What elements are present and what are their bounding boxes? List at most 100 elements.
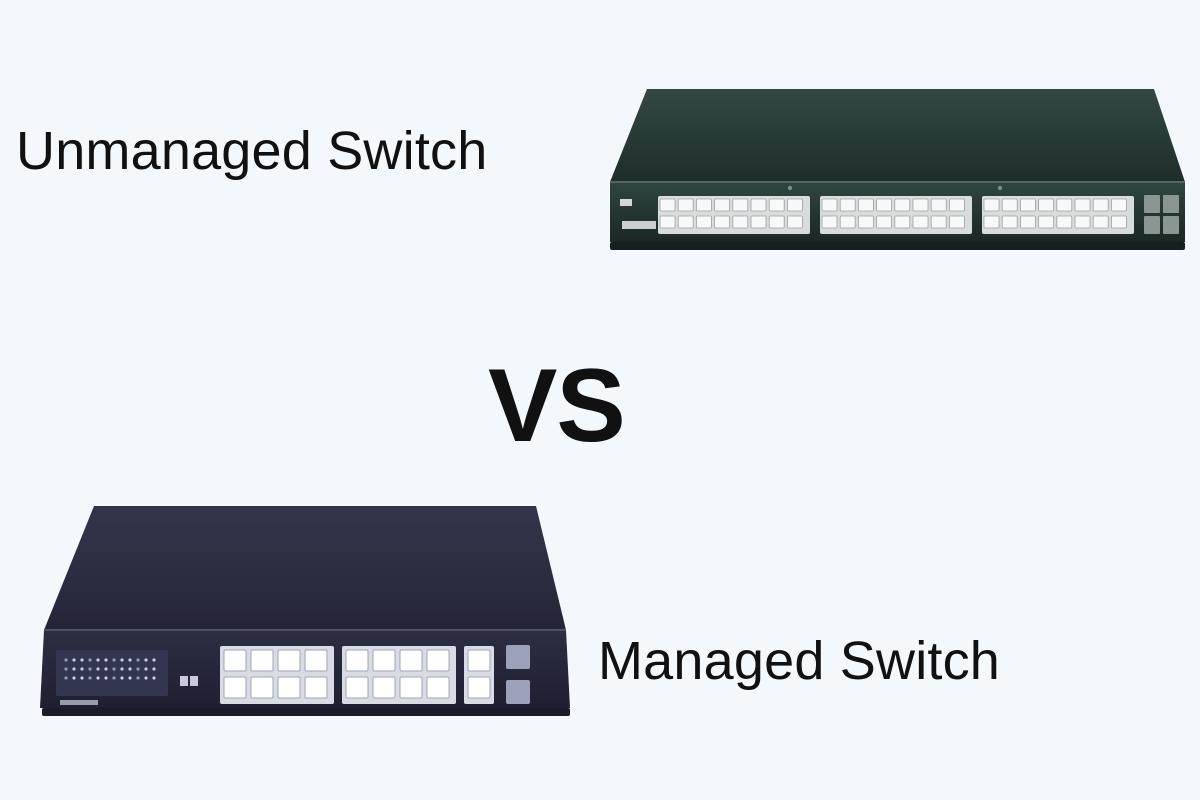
managed-switch-led <box>112 658 116 662</box>
managed-switch-led <box>88 676 92 680</box>
managed-switch-led <box>136 667 140 671</box>
managed-switch-port <box>304 676 328 699</box>
managed-switch-led <box>80 676 84 680</box>
managed-switch-led <box>128 676 132 680</box>
managed-switch-led <box>80 658 84 662</box>
unmanaged-switch-brand-plate <box>622 221 656 229</box>
unmanaged-switch-title: Unmanaged Switch <box>16 121 488 181</box>
unmanaged-switch-port <box>912 198 929 212</box>
managed-switch-bottom-shadow <box>42 708 570 716</box>
unmanaged-switch-port <box>839 198 856 212</box>
unmanaged-switch-port <box>1001 198 1018 212</box>
unmanaged-switch-port <box>894 198 911 212</box>
managed-switch-led <box>96 667 100 671</box>
unmanaged-switch-port <box>930 198 947 212</box>
unmanaged-switch-top <box>610 89 1185 182</box>
unmanaged-switch-console-port <box>620 199 632 206</box>
managed-switch-led <box>152 676 156 680</box>
unmanaged-switch-port <box>768 215 785 229</box>
managed-switch-status-panel <box>56 650 198 705</box>
unmanaged-switch-port <box>732 215 749 229</box>
unmanaged-switch-led <box>997 185 1003 191</box>
unmanaged-switch-port <box>930 215 947 229</box>
unmanaged-switch-port <box>714 198 730 212</box>
unmanaged-switch-led <box>787 185 793 191</box>
unmanaged-switch-port <box>1038 215 1055 229</box>
managed-switch-led <box>64 667 68 671</box>
managed-switch-top <box>44 506 566 630</box>
managed-switch-port <box>372 676 396 699</box>
unmanaged-switch-port <box>786 198 803 212</box>
unmanaged-switch-port <box>857 215 874 229</box>
managed-switch-port <box>399 649 423 672</box>
managed-switch-led <box>120 658 124 662</box>
managed-switch-led <box>112 676 116 680</box>
managed-switch-port <box>345 676 369 699</box>
managed-switch-led <box>152 667 156 671</box>
managed-switch-led <box>80 667 84 671</box>
unmanaged-switch-port <box>1019 198 1036 212</box>
managed-switch-led <box>144 658 148 662</box>
unmanaged-switch-port <box>750 215 767 229</box>
managed-switch-led <box>136 658 140 662</box>
managed-switch-led <box>136 676 140 680</box>
managed-switch-port <box>223 649 247 672</box>
unmanaged-switch-port <box>786 215 803 229</box>
unmanaged-switch-port <box>1074 198 1091 212</box>
unmanaged-switch-port <box>821 198 838 212</box>
unmanaged-switch-port <box>659 215 676 229</box>
unmanaged-switch-sfp-ports <box>1144 195 1179 234</box>
managed-switch-title: Managed Switch <box>598 631 1001 691</box>
unmanaged-switch-port <box>1110 198 1127 212</box>
managed-switch-led <box>88 658 92 662</box>
unmanaged-switch-port <box>714 215 730 229</box>
managed-switch-led <box>120 667 124 671</box>
managed-switch-led <box>104 676 108 680</box>
unmanaged-switch-port <box>1092 198 1109 212</box>
managed-switch-leds <box>64 658 156 680</box>
managed-switch-led <box>144 676 148 680</box>
managed-switch-port <box>426 676 450 699</box>
managed-switch-port <box>399 676 423 699</box>
managed-switch-image <box>40 506 570 716</box>
managed-switch-led <box>88 667 92 671</box>
managed-switch-port <box>250 649 274 672</box>
unmanaged-switch-ports <box>659 198 1127 229</box>
managed-switch-port <box>372 649 396 672</box>
managed-switch-port <box>277 649 301 672</box>
unmanaged-switch-port <box>1110 215 1127 229</box>
unmanaged-switch-port <box>1074 215 1091 229</box>
unmanaged-switch-port <box>1056 215 1073 229</box>
unmanaged-switch-port <box>750 198 767 212</box>
vs-label: VS <box>488 348 626 464</box>
unmanaged-switch-bottom-shadow <box>610 242 1185 250</box>
managed-switch-ports <box>223 649 491 699</box>
unmanaged-switch-port <box>1056 198 1073 212</box>
unmanaged-switch-port <box>732 198 749 212</box>
managed-switch-led <box>96 658 100 662</box>
unmanaged-switch-port <box>983 198 1000 212</box>
unmanaged-switch-port <box>821 215 838 229</box>
unmanaged-switch-port <box>1038 198 1055 212</box>
managed-switch-led <box>72 667 76 671</box>
unmanaged-switch-port <box>857 198 874 212</box>
managed-switch-led <box>104 667 108 671</box>
unmanaged-switch-port <box>768 198 785 212</box>
unmanaged-switch-port <box>1092 215 1109 229</box>
unmanaged-switch-port <box>696 215 712 229</box>
managed-switch-led <box>96 676 100 680</box>
managed-switch-led <box>72 658 76 662</box>
managed-switch-led <box>144 667 148 671</box>
managed-switch-port <box>467 649 491 672</box>
unmanaged-switch-port <box>948 215 965 229</box>
managed-switch-led <box>64 676 68 680</box>
unmanaged-switch-port <box>894 215 911 229</box>
unmanaged-switch-port <box>839 215 856 229</box>
unmanaged-switch-port <box>912 215 929 229</box>
managed-switch-led <box>152 658 156 662</box>
unmanaged-switch-port <box>659 198 676 212</box>
managed-switch-sfp-ports <box>506 645 530 704</box>
managed-switch-port <box>345 649 369 672</box>
unmanaged-switch-port <box>1001 215 1018 229</box>
managed-switch-port <box>426 649 450 672</box>
